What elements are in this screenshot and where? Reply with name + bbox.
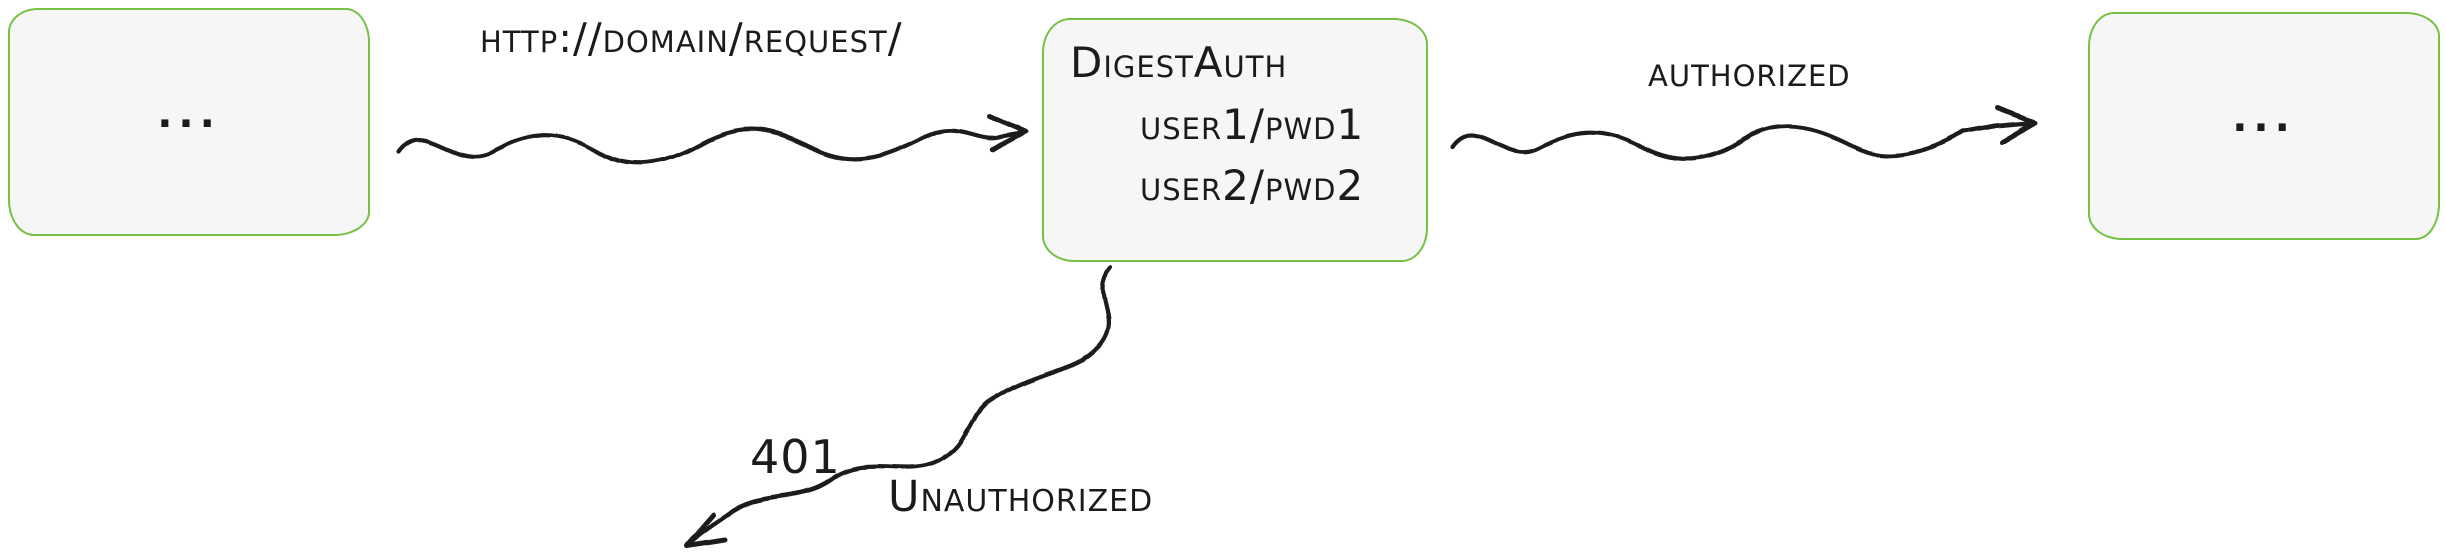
client-box: ... [8,8,370,236]
unauthorized-arrowhead-icon [683,513,727,549]
unauthorized-code-label: 401 [750,430,841,484]
authorized-arrowhead-icon [1995,105,2039,145]
target-box: ... [2088,12,2440,240]
client-box-label: ... [157,91,221,137]
auth-server-title: DigestAuth [1070,38,1288,87]
unauthorized-arrow [685,265,1113,547]
credential-line: user1/pwd1 [1140,100,1365,149]
target-box-label: ... [2232,95,2296,141]
authorized-arrow-label: authorized [1648,48,1851,96]
request-arrowhead-icon [987,113,1029,153]
request-arrow [395,127,1025,166]
auth-server-box: DigestAuth user1/pwd1 user2/pwd2 [1042,18,1428,262]
authorized-arrow [1449,120,2033,162]
credential-line: user2/pwd2 [1140,161,1365,210]
request-arrow-label: http://domain/request/ [480,14,903,62]
unauthorized-arrow-label: Unauthorized [888,472,1154,522]
